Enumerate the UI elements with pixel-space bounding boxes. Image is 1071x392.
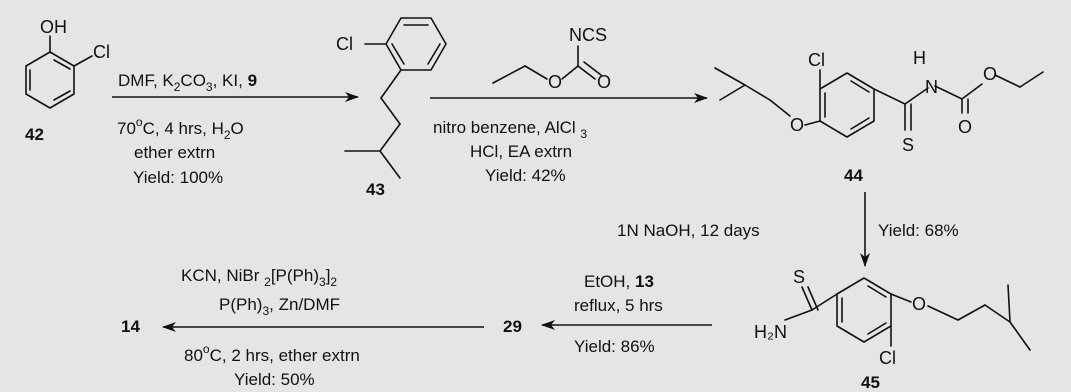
compound-label-44: 44 bbox=[844, 166, 863, 185]
atom-o-carbonyl: O bbox=[958, 117, 972, 137]
step5-catalyst: KCN, NiBr 2[P(Ph)3]2 bbox=[181, 266, 337, 289]
atom-ncs: NCS bbox=[569, 25, 607, 45]
compound-label-43: 43 bbox=[366, 180, 385, 199]
step1-yield: Yield: 100% bbox=[133, 168, 223, 187]
step5-reagents: P(Ph)3, Zn/DMF bbox=[219, 295, 340, 318]
atom-o2: O bbox=[597, 72, 611, 92]
step3-reagent: 1N NaOH, 12 days bbox=[617, 221, 760, 240]
atom-s: S bbox=[902, 135, 914, 155]
compound-43-structure: Cl bbox=[336, 17, 447, 179]
atom-o-ether: O bbox=[912, 294, 926, 314]
compound-label-45: 45 bbox=[861, 373, 880, 392]
step2-solvent: nitro benzene, AlCl 3 bbox=[433, 118, 587, 141]
step4-yield: Yield: 86% bbox=[574, 337, 655, 356]
step2-workup: HCl, EA extrn bbox=[470, 142, 572, 161]
compound-label-42: 42 bbox=[25, 125, 44, 144]
atom-cl: Cl bbox=[336, 34, 353, 54]
step1-reagents: DMF, K2CO3, KI, 9 bbox=[118, 71, 257, 94]
step2-yield: Yield: 42% bbox=[485, 166, 566, 185]
atom-s: S bbox=[793, 267, 805, 287]
compound-44-structure: Cl O S H N O O bbox=[714, 48, 1044, 155]
atom-o1: O bbox=[548, 72, 562, 92]
reagent-ethoxycarbonyl-isothiocyanate: NCS O O bbox=[492, 25, 611, 92]
compound-label-14: 14 bbox=[121, 317, 140, 336]
atom-cl: Cl bbox=[808, 50, 825, 70]
compound-42-structure: OH Cl bbox=[25, 17, 110, 109]
atom-o-ester: O bbox=[983, 64, 997, 84]
atom-o-ether: O bbox=[790, 115, 804, 135]
step3-yield: Yield: 68% bbox=[878, 221, 959, 240]
step1-condition-temp: 70oC, 4 hrs, H2O bbox=[117, 115, 244, 142]
step5-condition: 80oC, 2 hrs, ether extrn bbox=[184, 342, 360, 365]
step4-condition: reflux, 5 hrs bbox=[574, 296, 663, 315]
atom-nh2: H₂N bbox=[754, 322, 787, 342]
atom-h: H bbox=[913, 48, 926, 68]
step5-yield: Yield: 50% bbox=[234, 370, 315, 389]
compound-45-structure: S H₂N O Cl bbox=[754, 267, 1031, 368]
atom-n: N bbox=[925, 77, 938, 97]
compound-label-29: 29 bbox=[503, 317, 522, 336]
step1-workup: ether extrn bbox=[134, 143, 215, 162]
atom-cl: Cl bbox=[93, 42, 110, 62]
atom-cl: Cl bbox=[879, 348, 896, 368]
atom-oh: OH bbox=[40, 17, 67, 37]
step4-reagents: EtOH, 13 bbox=[584, 272, 654, 291]
